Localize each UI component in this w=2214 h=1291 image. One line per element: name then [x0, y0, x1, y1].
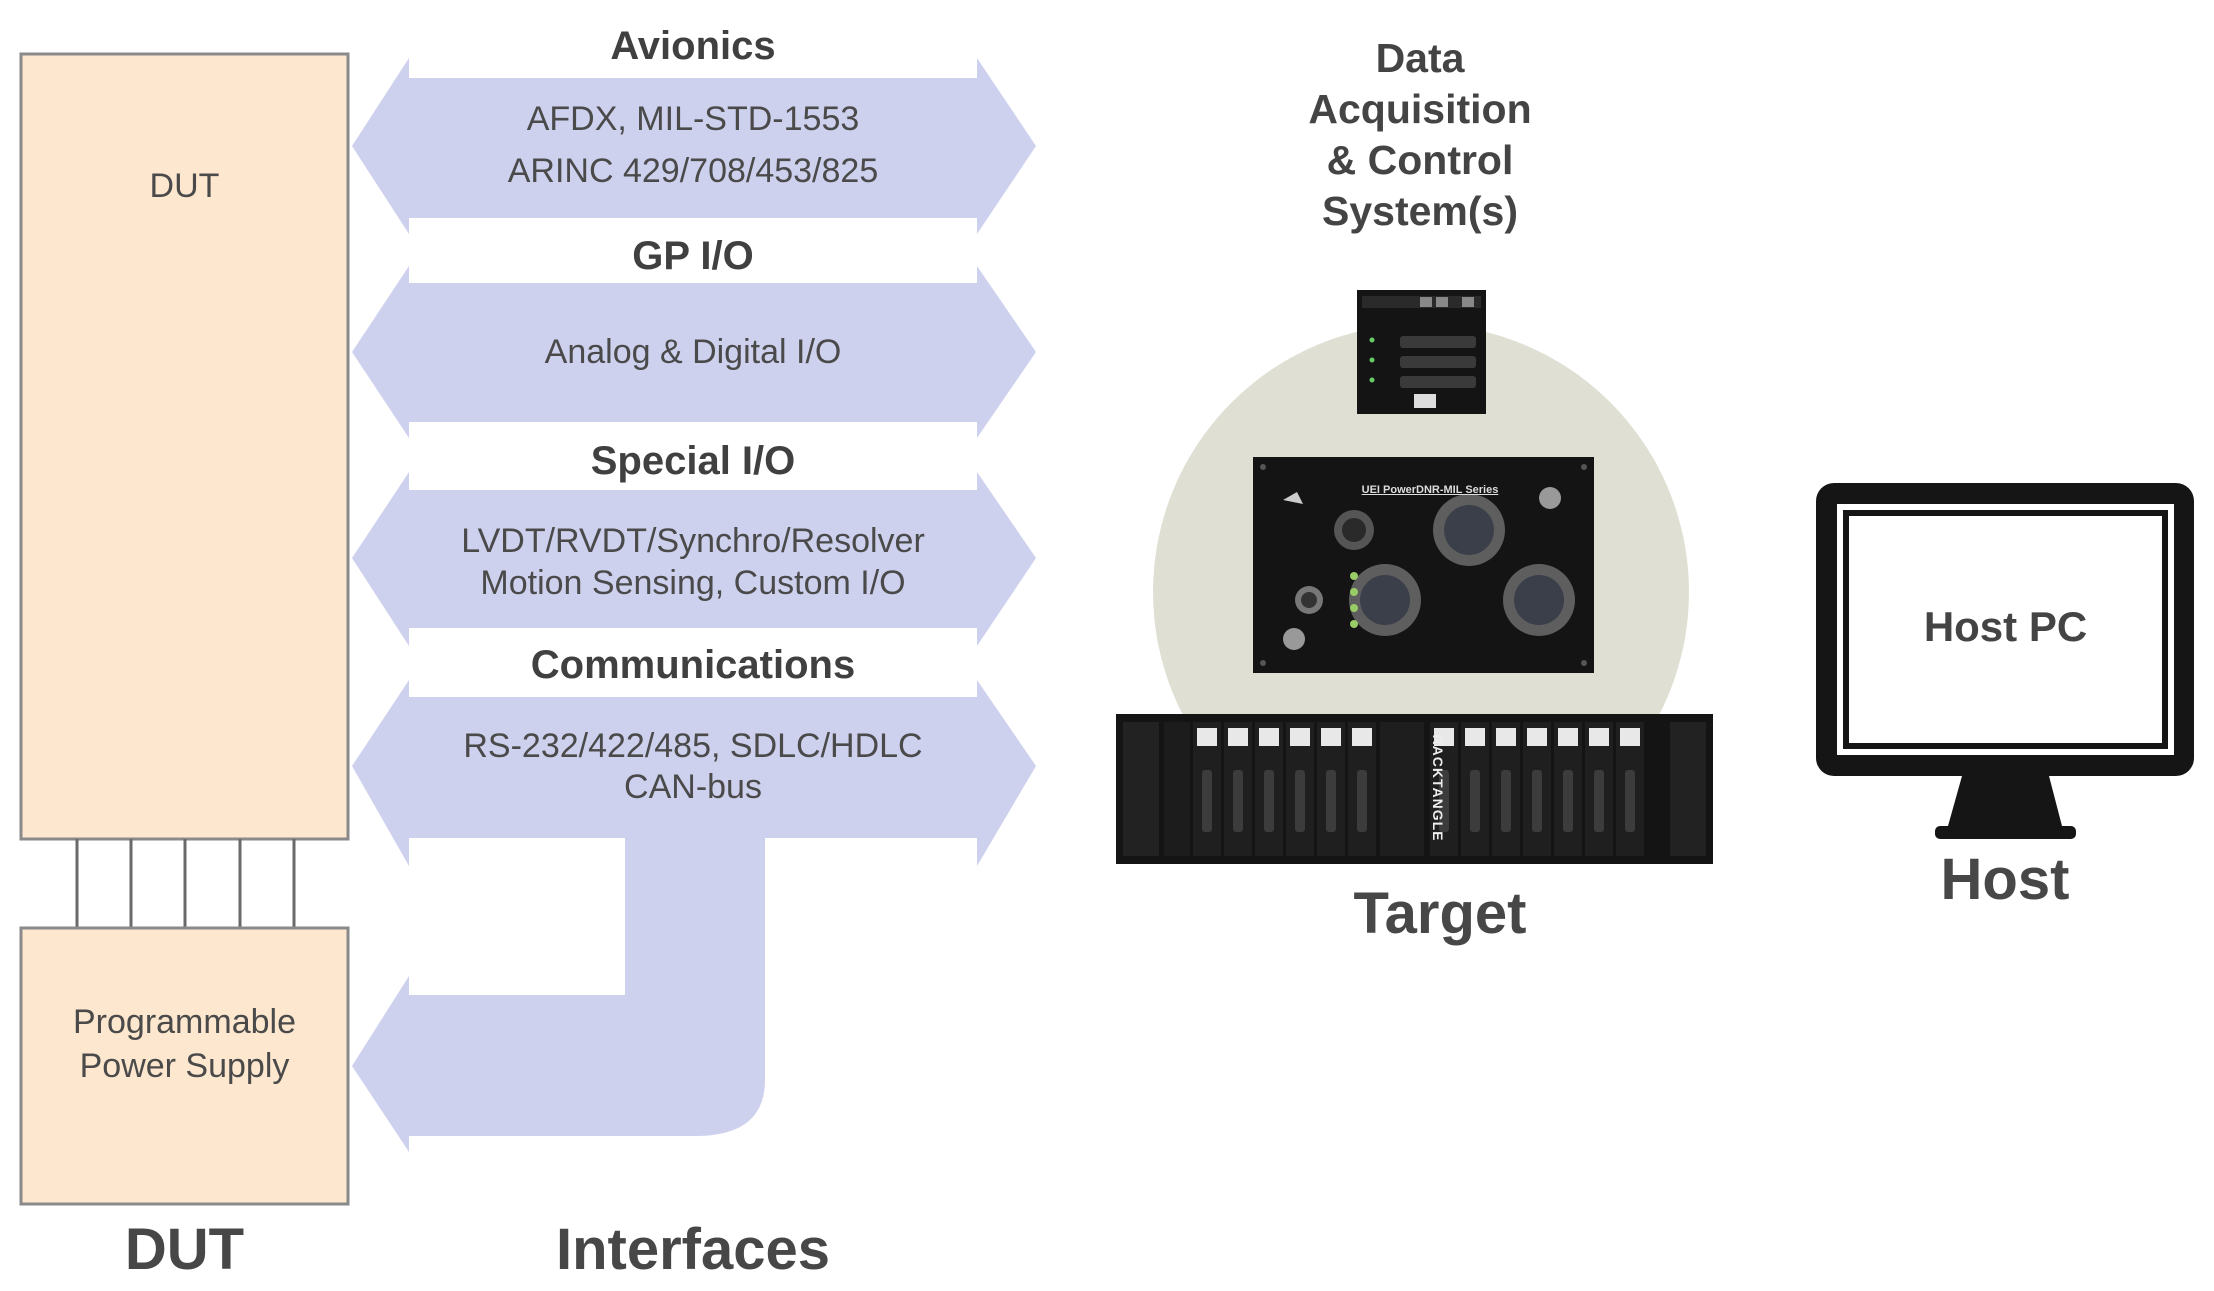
rack-slot-module [1193, 722, 1221, 856]
daq-mil-unit [1253, 457, 1594, 673]
dut-box [19, 52, 350, 841]
rack-slot-module [1286, 722, 1314, 856]
rack-slot-module [1616, 722, 1644, 856]
target-section-label: Target [1353, 881, 1527, 946]
special-io-line-1: LVDT/RVDT/Synchro/Resolver [461, 522, 925, 560]
rack-slot-module [1430, 722, 1458, 856]
special-io-arrow [352, 472, 1036, 646]
rack-slot-module [1492, 722, 1520, 856]
special-io-line-2: Motion Sensing, Custom I/O [480, 564, 906, 602]
communications-title: Communications [530, 643, 856, 687]
special-io-title: Special I/O [590, 439, 796, 483]
daq-title-line-3: & Control [1326, 137, 1514, 183]
communications-arrow [352, 680, 1036, 866]
daq-small-unit [1357, 290, 1486, 414]
rack-slot-module [1255, 722, 1283, 856]
host-section-label: Host [1940, 847, 2070, 912]
communications-line-1: RS-232/422/485, SDLC/HDLC [463, 727, 923, 765]
gpio-line-1: Analog & Digital I/O [544, 333, 842, 371]
power-supply-box [19, 926, 350, 1206]
rack-slot-module [1348, 722, 1376, 856]
interfaces-section-label: Interfaces [555, 1217, 831, 1282]
avionics-title: Avionics [610, 24, 776, 68]
daq-title-line-2: Acquisition [1308, 86, 1532, 132]
daq-title-line-4: System(s) [1322, 188, 1518, 234]
rack-slot-module [1317, 722, 1345, 856]
mil-box-brand: UEI PowerDNR-MIL Series [1361, 484, 1499, 496]
daq-title-line-1: Data [1375, 35, 1465, 81]
rack-slot-module [1461, 722, 1489, 856]
gpio-arrow [352, 266, 1036, 438]
host-pc-label: Host PC [1923, 603, 2088, 650]
power-connector-lines [75, 839, 296, 928]
avionics-line-1: AFDX, MIL-STD-1553 [526, 100, 860, 138]
host-monitor [1816, 483, 2194, 839]
rack-brand: RACKTANGLE [1430, 734, 1446, 842]
rack-slot-module [1523, 722, 1551, 856]
rack-slot-module [1224, 722, 1252, 856]
rack-slots [1193, 722, 1644, 856]
dut-section-label: DUT [124, 1217, 245, 1282]
gpio-title: GP I/O [632, 234, 754, 278]
rack-slot-module [1554, 722, 1582, 856]
dut-box-label: DUT [149, 167, 220, 205]
rack-slot-module [1585, 722, 1613, 856]
avionics-arrow [352, 58, 1036, 234]
avionics-line-2: ARINC 429/708/453/825 [507, 152, 879, 190]
power-supply-label: Programmable Power Supply [73, 1003, 296, 1085]
power-supply-arrow [352, 836, 765, 1152]
communications-line-2: CAN-bus [624, 768, 762, 806]
